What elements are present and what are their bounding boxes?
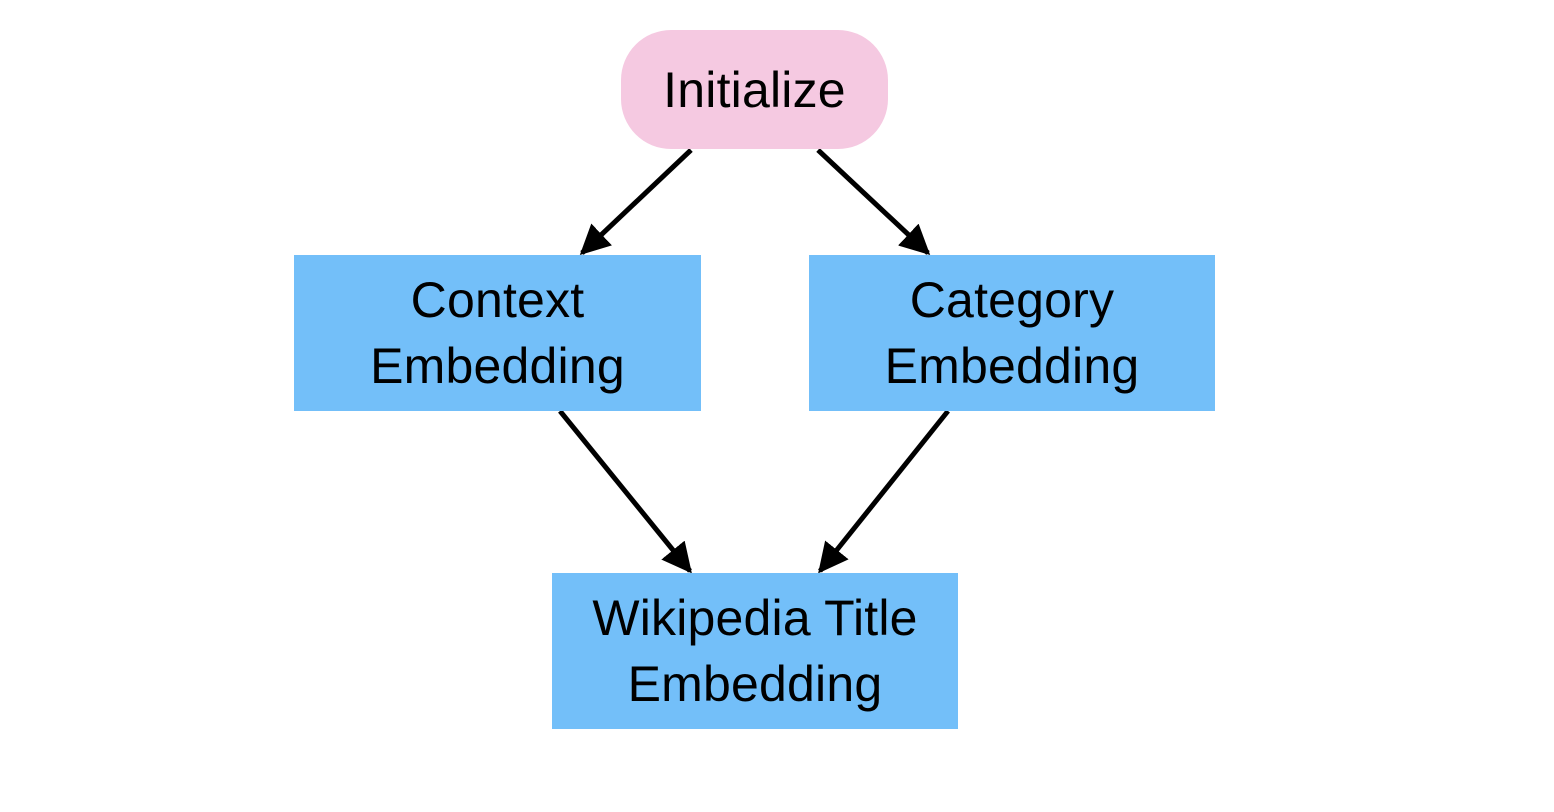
- context-embedding-label-line2: Embedding: [370, 338, 625, 394]
- arrow-category-to-title: [818, 409, 950, 574]
- wikipedia-title-embedding-node: Wikipedia Title Embedding: [552, 573, 958, 729]
- context-embedding-label-line1: Context: [410, 272, 585, 328]
- category-embedding-label-line1: Category: [909, 272, 1115, 328]
- arrow-context-to-title: [558, 409, 692, 574]
- context-embedding-node: Context Embedding: [294, 255, 701, 411]
- arrow-initialize-to-category: [816, 148, 931, 256]
- initialize-label: Initialize: [663, 61, 846, 118]
- initialize-node: Initialize: [621, 30, 888, 149]
- category-embedding-label-line2: Embedding: [884, 338, 1140, 394]
- arrow-initialize-to-context: [579, 148, 693, 256]
- category-embedding-node: Category Embedding: [809, 255, 1215, 411]
- wikipedia-title-embedding-label-line1: Wikipedia Title: [592, 590, 918, 646]
- wikipedia-title-embedding-label-line2: Embedding: [627, 656, 883, 712]
